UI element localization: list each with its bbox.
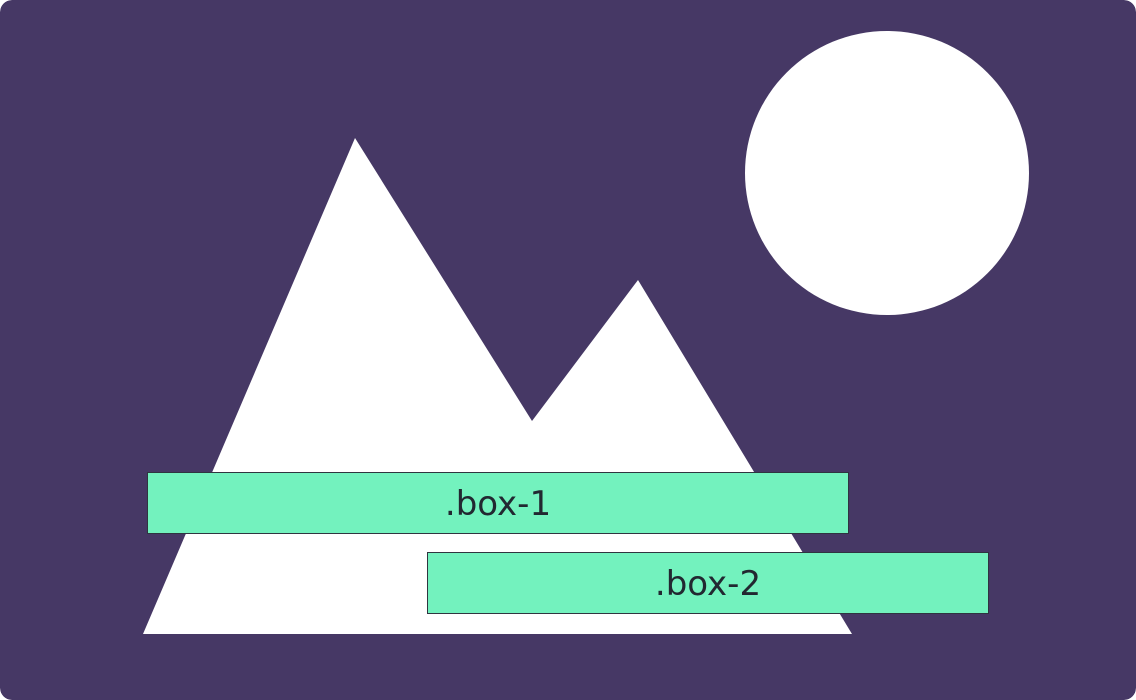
box-1-label: .box-1 <box>444 484 552 524</box>
box-2: .box-2 <box>427 552 989 614</box>
sun-icon <box>745 31 1029 315</box>
box-2-label: .box-2 <box>654 564 762 604</box>
box-1: .box-1 <box>147 472 849 534</box>
